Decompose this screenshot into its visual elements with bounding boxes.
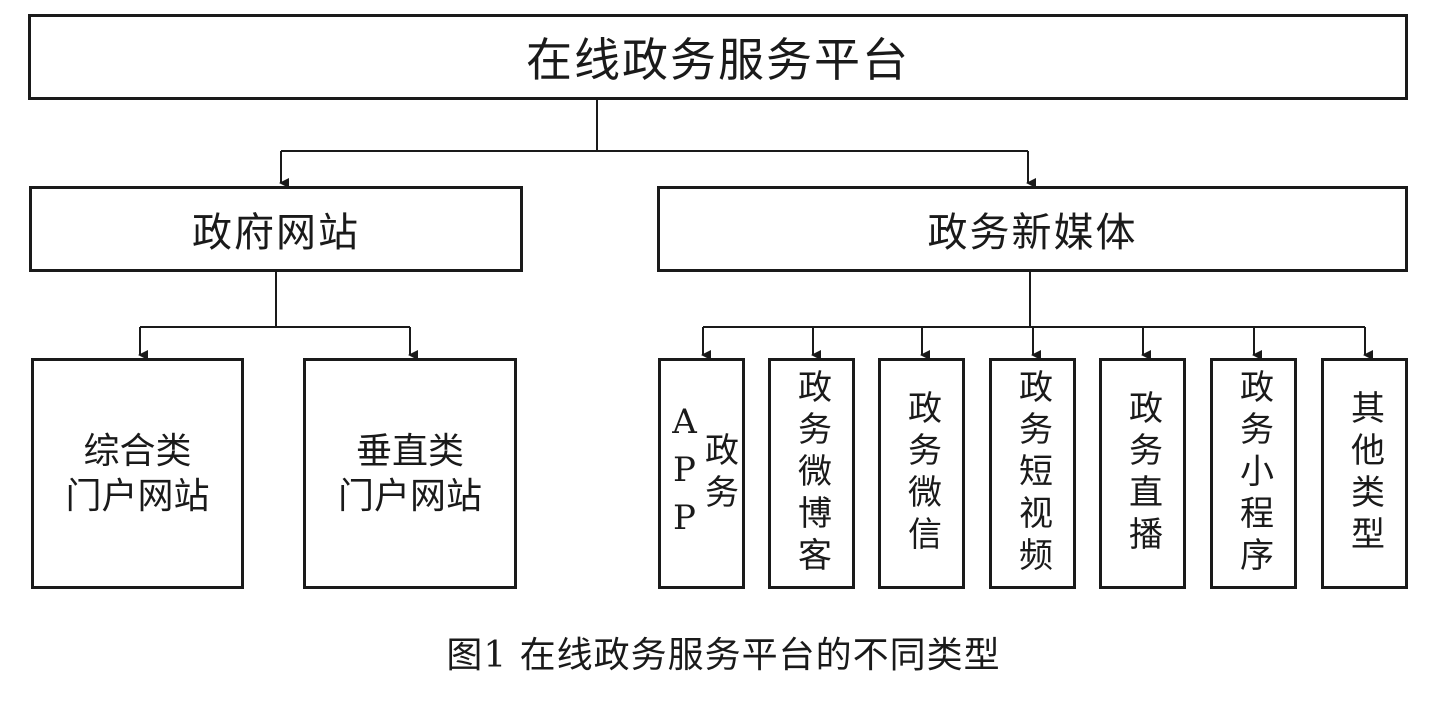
gov-mini-program-label: 政务小程序 (1233, 368, 1274, 579)
gov-app-label: 政务APP (664, 401, 739, 546)
gov-weibo-node: 政务微博客 (768, 358, 855, 589)
gov-website-label: 政府网站 (192, 210, 360, 256)
other-types-label: 其他类型 (1344, 389, 1385, 558)
other-types-node: 其他类型 (1321, 358, 1408, 589)
figure-caption: 图1 在线政务服务平台的不同类型 (446, 635, 1001, 676)
gov-app-node: 政务APP (658, 358, 745, 589)
gov-short-video-label: 政务短视频 (1012, 368, 1053, 579)
vertical-portal-node: 垂直类 门户网站 (303, 358, 517, 589)
gov-wechat-label: 政务微信 (901, 389, 942, 558)
gov-website-node: 政府网站 (29, 186, 523, 272)
gov-new-media-node: 政务新媒体 (657, 186, 1408, 272)
gov-wechat-node: 政务微信 (878, 358, 965, 589)
gov-live-node: 政务直播 (1099, 358, 1186, 589)
gov-live-label: 政务直播 (1122, 389, 1163, 558)
vertical-portal-label: 垂直类 门户网站 (337, 430, 482, 517)
gov-short-video-node: 政务短视频 (989, 358, 1076, 589)
gov-mini-program-node: 政务小程序 (1210, 358, 1297, 589)
comprehensive-portal-node: 综合类 门户网站 (31, 358, 244, 589)
root-node: 在线政务服务平台 (28, 14, 1408, 100)
gov-new-media-label: 政务新媒体 (927, 210, 1138, 256)
gov-weibo-label: 政务微博客 (791, 368, 832, 579)
root-node-label: 在线政务服务平台 (526, 33, 910, 87)
comprehensive-portal-label: 综合类 门户网站 (65, 430, 210, 517)
